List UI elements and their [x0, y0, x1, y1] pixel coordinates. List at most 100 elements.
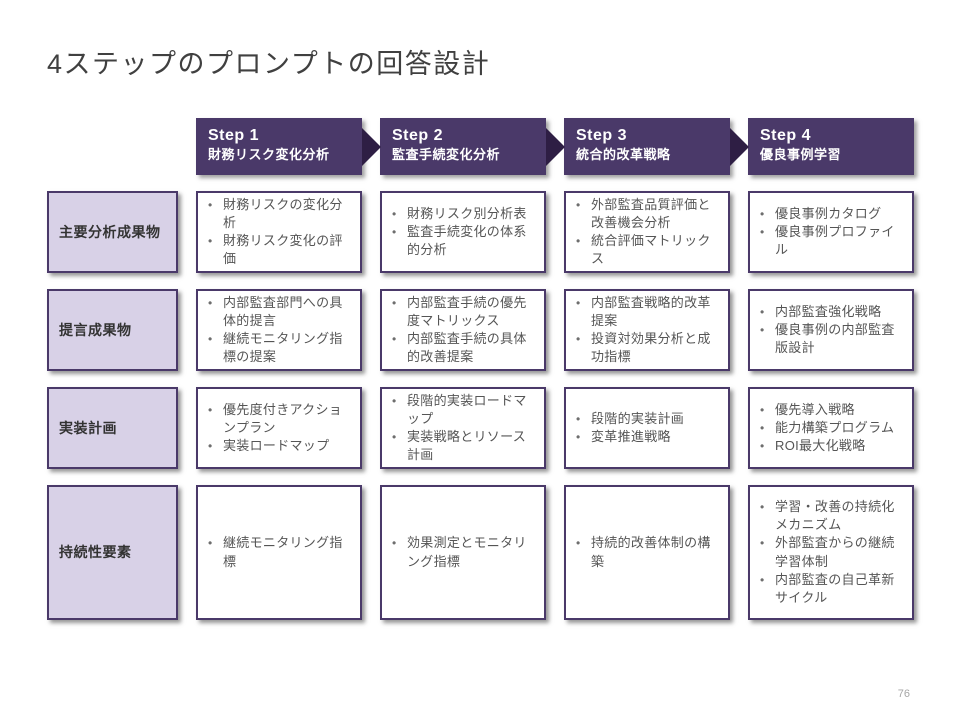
matrix-cell-r1c1: •財務リスクの変化分析 •財務リスク変化の評価 — [196, 191, 362, 273]
bullet-item: • 優良事例の内部監査版設計 — [760, 321, 904, 357]
bullet-text: 財務リスクの変化分析 — [223, 196, 343, 230]
matrix-cell-r3c3: • 段階的実装計画 •変革推進戦略 — [564, 387, 730, 469]
bullet-text: 段階的実装ロードマップ — [407, 392, 527, 426]
bullet-icon: • — [208, 536, 213, 551]
bullet-icon: • — [760, 206, 765, 221]
bullet-icon: • — [392, 393, 397, 408]
bullet-icon: • — [760, 420, 765, 435]
step-label: 監査手続変化分析 — [392, 146, 501, 162]
bullet-icon: • — [208, 439, 213, 454]
bullet-item: • 内部監査の自己革新サイクル — [760, 571, 904, 607]
bullet-icon: • — [576, 536, 581, 551]
bullet-item: •監査手続変化の体系的分析 — [392, 223, 536, 259]
bullet-text: 学習・改善の持続化メカニズム — [775, 498, 895, 533]
matrix-cell-r3c2: •段階的実装ロードマップ •実装戦略とリソース計画 — [380, 387, 546, 469]
bullet-icon: • — [392, 224, 397, 239]
bullet-icon: • — [392, 430, 397, 444]
matrix-cell-r3c4: • 優先導入戦略 • 能力構築プログラム • ROI最大化戦略 — [748, 387, 914, 469]
bullet-icon: • — [760, 572, 765, 587]
step-number: Step 2 — [392, 127, 444, 144]
bullet-text: 外部監査からの継続学習体制 — [775, 535, 895, 569]
row-label-text: 提言成果物 — [59, 321, 132, 338]
bullet-item: • 継続モニタリング指標の提案 — [208, 330, 352, 366]
bullet-icon: • — [760, 536, 765, 551]
bullet-item: •投資対効果分析と成功指標 — [576, 330, 720, 366]
bullet-text: 財務リスク別分析表 — [407, 205, 527, 221]
bullet-text: 持続的改善体制の構築 — [591, 535, 711, 569]
matrix-cell-r1c4: •優良事例カタログ •優良事例プロファイル — [748, 191, 914, 273]
bullet-text: 優良事例の内部監査版設計 — [775, 321, 895, 356]
bullet-icon: • — [760, 439, 765, 454]
row-label-text: 主要分析成果物 — [59, 223, 161, 240]
matrix-corner-spacer — [47, 118, 178, 175]
bullet-item: • 学習・改善の持続化メカニズム — [760, 498, 904, 534]
bullet-icon: • — [392, 206, 397, 221]
arrow-right-icon — [546, 127, 565, 166]
bullet-item: •内部監査手続の優先度マトリックス — [392, 294, 536, 330]
matrix-cell-r2c1: •内部監査部門への具体的提言 • 継続モニタリング指標の提案 — [196, 289, 362, 371]
bullet-item: • 段階的実装計画 — [576, 410, 720, 428]
bullet-icon: • — [576, 411, 581, 426]
step-header-3: Step 3 統合的改革戦略 — [564, 118, 749, 175]
arrow-right-icon — [730, 127, 749, 166]
row-label-recommendations: 提言成果物 — [47, 289, 178, 371]
row-label-implementation-plan: 実装計画 — [47, 387, 178, 469]
bullet-item: •統合評価マトリックス — [576, 232, 720, 268]
bullet-icon: • — [760, 402, 765, 417]
bullet-text: 統合評価マトリックス — [591, 233, 711, 267]
matrix-cell-r4c2: •効果測定とモニタリング指標 — [380, 485, 546, 620]
bullet-item: •変革推進戦略 — [576, 428, 720, 446]
bullet-item: • 内部監査手続の具体的改善提案 — [392, 330, 536, 366]
row-label-text: 持続性要素 — [59, 544, 132, 560]
page-title: 4ステップのプロンプトの回答設計 — [47, 49, 491, 79]
bullet-text: 段階的実装計画 — [591, 410, 685, 426]
row-label-text: 実装計画 — [59, 419, 117, 436]
bullet-icon: • — [760, 322, 765, 337]
bullet-item: • 能力構築プログラム — [760, 419, 904, 437]
bullet-icon: • — [208, 234, 213, 248]
step-number: Step 4 — [760, 127, 812, 144]
bullet-icon: • — [392, 332, 397, 346]
bullet-item: • 外部監査品質評価と改善機会分析 — [576, 196, 720, 232]
bullet-item: • 段階的実装ロードマップ — [392, 392, 536, 428]
bullet-item: • 外部監査からの継続学習体制 — [760, 534, 904, 570]
bullet-text: 能力構築プログラム — [775, 419, 895, 435]
bullet-text: 内部監査手続の優先度マトリックス — [407, 294, 527, 328]
bullet-text: 優先度付きアクションプラン — [223, 401, 343, 435]
bullet-text: 優先導入戦略 — [775, 401, 855, 417]
bullet-text: 内部監査の自己革新サイクル — [775, 571, 895, 605]
bullet-item: • 実装ロードマップ — [208, 437, 352, 455]
bullet-item: • 優先導入戦略 — [760, 401, 904, 419]
bullet-item: • 継続モニタリング指標 — [208, 534, 352, 570]
bullet-item: •優良事例カタログ — [760, 205, 904, 223]
bullet-icon: • — [576, 197, 581, 212]
step-label: 優良事例学習 — [760, 146, 842, 162]
bullet-text: 継続モニタリング指標 — [223, 535, 343, 569]
bullet-text: 優良事例プロファイル — [775, 223, 895, 258]
step-header-2: Step 2 監査手続変化分析 — [380, 118, 565, 175]
bullet-text: 財務リスク変化の評価 — [223, 233, 343, 267]
step-header-1: Step 1 財務リスク変化分析 — [196, 118, 381, 175]
bullet-item: •優良事例プロファイル — [760, 223, 904, 259]
step-label: 財務リスク変化分析 — [208, 146, 330, 162]
bullet-text: 継続モニタリング指標の提案 — [223, 331, 343, 365]
bullet-text: 外部監査品質評価と改善機会分析 — [591, 196, 711, 230]
bullet-icon: • — [576, 295, 581, 310]
bullet-icon: • — [208, 332, 213, 346]
bullet-icon: • — [208, 402, 213, 417]
bullet-text: 内部監査手続の具体的改善提案 — [407, 331, 527, 365]
steps-matrix: Step 1 財務リスク変化分析 Step 2 監査手続変化分析 Step 3 … — [47, 118, 914, 620]
bullet-text: ROI最大化戦略 — [775, 438, 866, 454]
bullet-text: 実装ロードマップ — [223, 438, 330, 454]
bullet-item: • ROI最大化戦略 — [760, 437, 904, 455]
step-number: Step 1 — [208, 127, 260, 144]
matrix-cell-r1c3: • 外部監査品質評価と改善機会分析 •統合評価マトリックス — [564, 191, 730, 273]
bullet-text: 投資対効果分析と成功指標 — [591, 331, 711, 365]
bullet-icon: • — [760, 499, 765, 514]
matrix-cell-r2c3: • 内部監査戦略的改革提案 •投資対効果分析と成功指標 — [564, 289, 730, 371]
matrix-cell-r1c2: • 財務リスク別分析表 •監査手続変化の体系的分析 — [380, 191, 546, 273]
bullet-text: 変革推進戦略 — [591, 429, 671, 444]
bullet-item: •内部監査部門への具体的提言 — [208, 294, 352, 330]
bullet-text: 内部監査戦略的改革提案 — [591, 294, 711, 328]
